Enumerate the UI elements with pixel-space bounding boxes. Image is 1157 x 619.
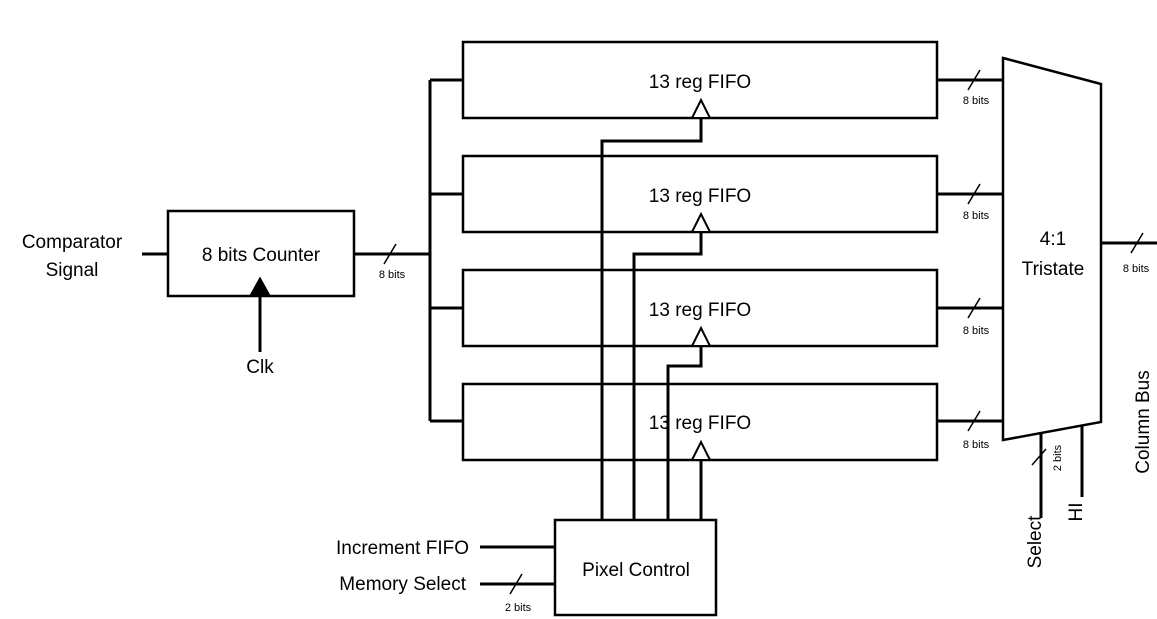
bus-slash-icon — [383, 243, 397, 265]
bus-slash-icon — [509, 573, 523, 595]
bus-slash-icon — [967, 410, 981, 432]
fifo4-bus-width: 8 bits — [963, 439, 990, 451]
tristate-mux — [1001, 56, 1103, 442]
fifo1-bus-width: 8 bits — [963, 95, 990, 107]
fifo1-control-wire — [600, 118, 703, 520]
fifo-label-2: 13 reg FIFO — [649, 186, 751, 207]
fifo-label-1: 13 reg FIFO — [649, 72, 751, 93]
pixel-control-label: Pixel Control — [582, 560, 690, 581]
clock-label: Clk — [246, 357, 274, 378]
tristate-label-line2: Tristate — [1022, 259, 1085, 280]
pixel-control-block — [553, 518, 718, 617]
bus-slash-icon — [1031, 448, 1047, 466]
fifo2-bus-width: 8 bits — [963, 210, 990, 222]
comparator-label-line2: Signal — [46, 260, 99, 281]
fifo3-bus-width: 8 bits — [963, 325, 990, 337]
counter-bus-width: 8 bits — [379, 269, 406, 281]
select-bus-width: 2 bits — [1052, 444, 1064, 471]
bus-slash-icon — [967, 183, 981, 205]
fifo-label-4: 13 reg FIFO — [649, 413, 751, 434]
bus-slash-icon — [967, 297, 981, 319]
bus-slash-icon — [967, 69, 981, 91]
hi-label: HI — [1066, 503, 1087, 522]
fifo2-control-wire — [632, 232, 703, 520]
counter-label: 8 bits Counter — [202, 245, 321, 266]
comparator-label-line1: Comparator — [22, 232, 123, 253]
fifo3-control-wire — [666, 346, 703, 520]
column-bus-label: Column Bus — [1133, 370, 1154, 474]
bus-slash-icon — [1130, 232, 1144, 254]
memory-select-label: Memory Select — [339, 574, 466, 595]
increment-fifo-label: Increment FIFO — [336, 538, 469, 559]
select-label: Select — [1025, 515, 1046, 569]
column-bus-width: 8 bits — [1123, 263, 1150, 275]
memory-select-bus-width: 2 bits — [505, 602, 532, 614]
fifo-label-3: 13 reg FIFO — [649, 300, 751, 321]
tristate-label-line1: 4:1 — [1040, 229, 1066, 250]
